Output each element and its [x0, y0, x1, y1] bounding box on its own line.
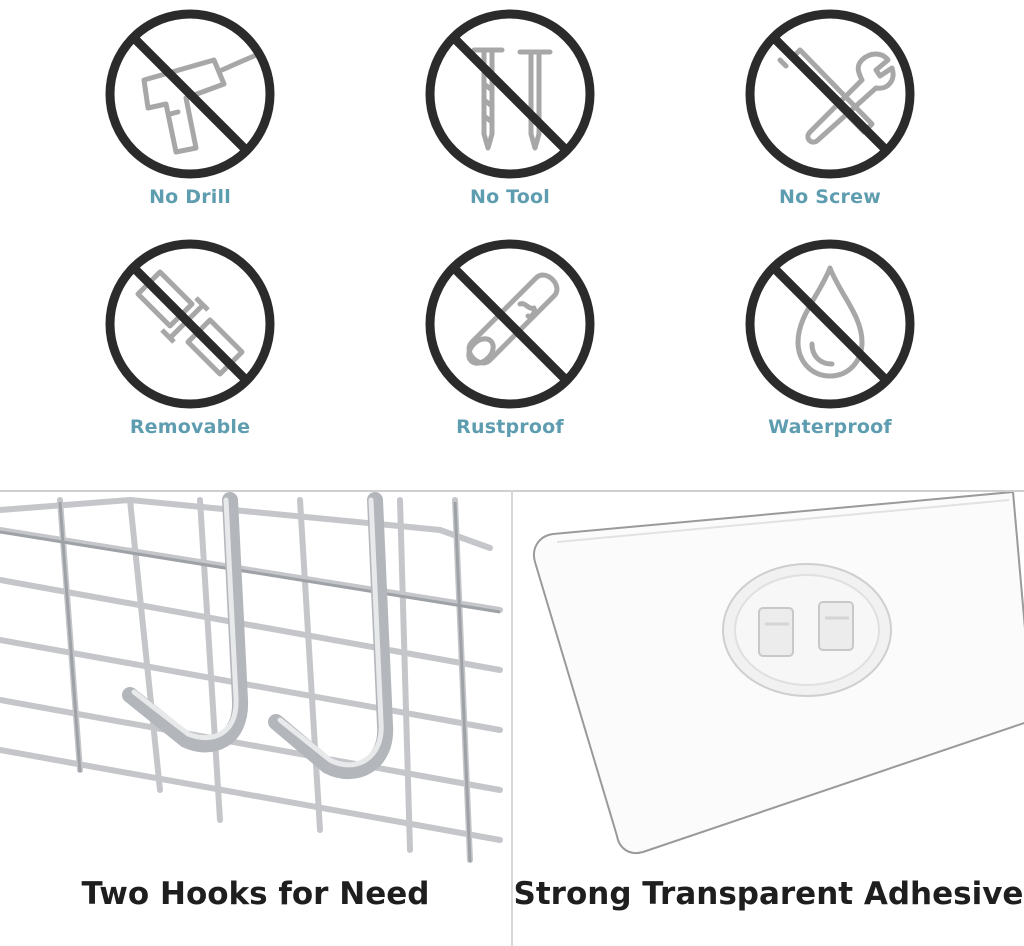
feature-no-tool: No Tool [360, 8, 660, 208]
adhesive-photo-panel: Strong Transparent Adhesive [513, 490, 1024, 946]
adhesive-pad-illustration [533, 490, 1024, 854]
nails-icon [425, 9, 595, 179]
feature-no-screw: No Screw [680, 8, 980, 208]
detach-icon [105, 239, 275, 409]
rust-pipe-icon [425, 239, 595, 409]
wire-basket-illustration [0, 492, 503, 863]
feature-label: Rustproof [456, 416, 564, 438]
hooks-caption: Two Hooks for Need [81, 876, 430, 912]
feature-label: Removable [129, 416, 251, 438]
feature-no-drill: No Drill [40, 8, 340, 208]
panel-divider [511, 490, 513, 946]
adhesive-caption: Strong Transparent Adhesive [513, 876, 1024, 912]
drill-icon [105, 9, 275, 179]
water-drop-icon [745, 239, 915, 409]
feature-rustproof: Rustproof [360, 238, 660, 438]
feature-waterproof: Waterproof [680, 238, 980, 438]
wrench-screwdriver-icon [745, 9, 915, 179]
hooks-photo-panel: Two Hooks for Need [0, 490, 511, 946]
feature-label: Waterproof [768, 416, 892, 438]
feature-label: No Drill [149, 186, 231, 208]
feature-label: No Screw [779, 186, 881, 208]
feature-label: No Tool [469, 186, 551, 208]
feature-removable: Removable [40, 238, 340, 438]
